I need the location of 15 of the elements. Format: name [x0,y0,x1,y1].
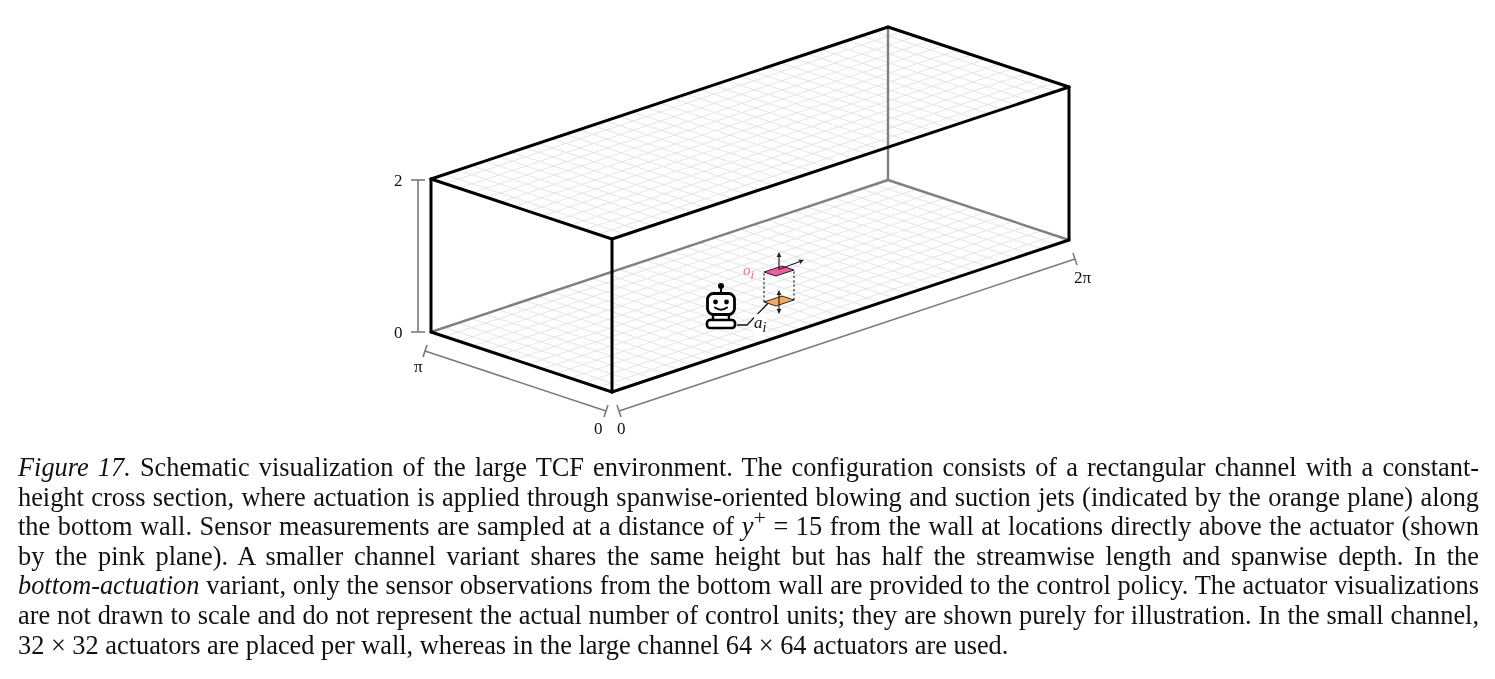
plane-label: o$_{i}$ [743,262,754,284]
dimension-label: 0 [594,420,603,437]
sensor-plane [764,266,794,276]
dimension-label: 0 [617,420,626,437]
dimension-label: 2 [394,172,403,189]
actuator-plane [764,296,794,306]
edge-label: a$_{i}$ [754,314,767,337]
figure-caption: Figure 17. Schematic visualization of the large TCF environment. The configuration consists of a rectangular channel with a constant-height cross section, where actuation is applied through spanwise-oriented blowing and suction jets (indicated by the orange plane) along the bottom wall. Sensor measurements are sampled at a distance of y$^{+}$ = 15 from the wall at locations directly above the actuator (shown by the pink plane). A smaller channel variant shares the same height but has half the streamwise length and spanwise depth. In the bottom-actuation variant, only the sensor observations from the bottom wall are provided to the control policy. The actuator visualizations are not drawn to scale and do not represent the actual number of control units; they are shown purely for illustration. In the small channel, 32 × 32 actuators are placed per wall, whereas in the large channel 64 × 64 actuators are used. [18,453,1479,661]
dashed-line [793,269,795,301]
robot-icon [705,282,737,330]
dimension-label: 0 [394,324,403,341]
dimension-label: 2π [1074,269,1092,286]
dimension-label: π [414,358,423,375]
dashed-line [763,271,765,303]
connector-line [736,302,769,326]
